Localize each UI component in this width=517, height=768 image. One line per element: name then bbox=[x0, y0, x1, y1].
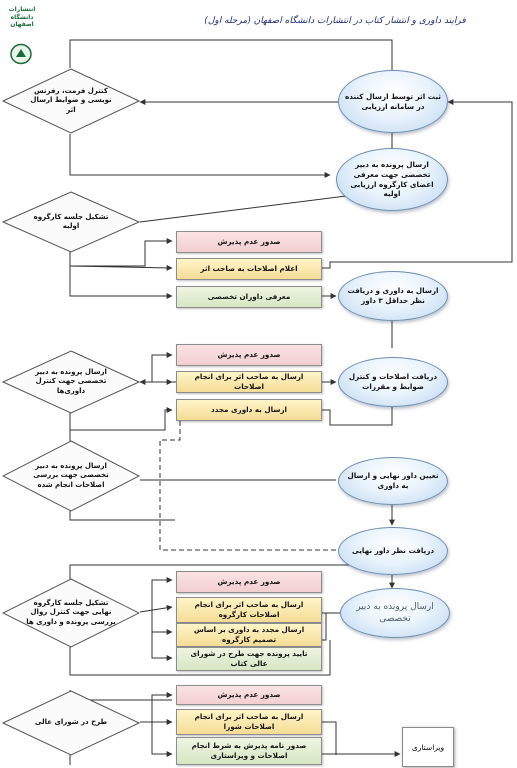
g4-to-author-box: ارسال به صاحب اثر برای انجام اصلاحات شور… bbox=[176, 709, 322, 735]
secretary-review-corrections-label: ارسال پرونده به دبیر تخصصی جهت بررسی اصل… bbox=[33, 461, 109, 489]
g1-corrections-box: اعلام اصلاحات به صاحب اثر bbox=[176, 258, 322, 280]
g4-accept-box: صدور نامه پذیرش به شرط انجام اصلاحات و و… bbox=[176, 737, 322, 765]
page-title: فرایند داوری و انتشار کتاب در انتشارات د… bbox=[204, 16, 466, 26]
high-council-label: طرح در شورای عالی bbox=[34, 718, 108, 727]
g2-re-review-box: ارسال به داوری مجدد bbox=[176, 399, 322, 421]
secretary-check-label: ارسال پرونده به دبیر تخصصی جهت کنترل داو… bbox=[35, 367, 107, 395]
send-secretary-specialist-node: ارسال پرونده به دبیر تخصصی bbox=[340, 588, 450, 638]
g3-to-author-box: ارسال به صاحب اثر برای انجام اصلاحات کار… bbox=[176, 597, 322, 623]
receive-corrections-node: دریافت اصلاحات و کنترل ضوابط و مقررات bbox=[338, 357, 448, 407]
g2-to-author-box: ارسال به صاحب اثر برای انجام اصلاحات bbox=[176, 371, 322, 393]
emblem-icon bbox=[10, 43, 32, 65]
g3-re-review-box: ارسال مجدد به داوری بر اساس تصمیم کارگرو… bbox=[176, 623, 322, 647]
g1-reviewers-box: معرفی داوران تخصصی bbox=[176, 286, 322, 308]
final-committee-label: تشکیل جلسه کارگروه نهایی جهت کنترل روال … bbox=[26, 598, 116, 626]
final-opinion-node: دریافت نظر داور نهایی bbox=[338, 527, 448, 575]
send-secretary-node: ارسال پرونده به دبیر تخصصی جهت معرفی اعض… bbox=[336, 148, 448, 211]
editing-box: ویراستاری bbox=[402, 727, 454, 767]
format-check-decision: کنترل فرمت، رفرنس نویسی و ضوابط ارسال اث… bbox=[2, 68, 140, 134]
secretary-check-decision: ارسال پرونده به دبیر تخصصی جهت کنترل داو… bbox=[2, 350, 140, 414]
format-check-label: کنترل فرمت، رفرنس نویسی و ضوابط ارسال اث… bbox=[30, 86, 112, 114]
g4-reject-box: صدور عدم پذیرش bbox=[176, 685, 322, 705]
logo-text: انتشارات دانشگاه اصفهان bbox=[8, 6, 36, 28]
committee-meeting-label: تشکیل جلسه کارگروه اولیه bbox=[33, 212, 109, 230]
secretary-review-corrections-decision: ارسال پرونده به دبیر تخصصی جهت بررسی اصل… bbox=[2, 440, 140, 512]
high-council-decision: طرح در شورای عالی bbox=[2, 690, 140, 756]
final-committee-decision: تشکیل جلسه کارگروه نهایی جهت کنترل روال … bbox=[2, 578, 140, 648]
g1-reject-box: صدور عدم پذیرش bbox=[176, 231, 322, 253]
send-review-node: ارسال به داوری و دریافت نظر حداقل ۳ داور bbox=[338, 271, 448, 321]
g2-reject-box: صدور عدم پذیرش bbox=[176, 344, 322, 366]
committee-meeting-decision: تشکیل جلسه کارگروه اولیه bbox=[2, 191, 140, 253]
final-reviewer-node: تعیین داور نهایی و ارسال به داوری bbox=[338, 457, 448, 505]
register-node: ثبت اثر توسط ارسال کننده در سامانه ارزیا… bbox=[338, 70, 448, 133]
g3-approve-box: تایید پرونده جهت طرح در شورای عالی کتاب bbox=[176, 647, 322, 671]
g3-reject-box: صدور عدم پذیرش bbox=[176, 571, 322, 593]
